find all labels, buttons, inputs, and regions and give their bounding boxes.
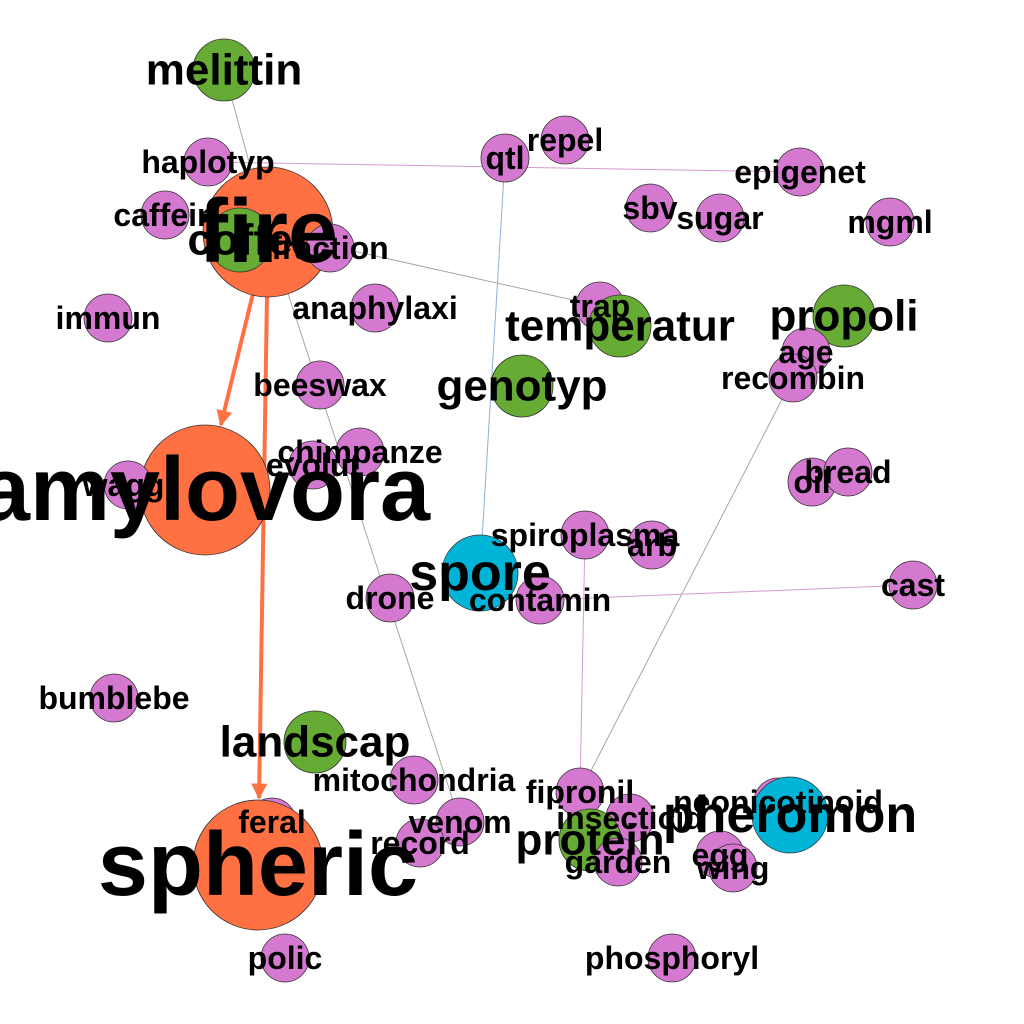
label-spheric: spheric [98,815,418,915]
label-garden: garden [565,844,672,880]
label-temperatur: temperatur [505,302,735,351]
node-venom[interactable] [435,797,485,847]
label-feral: feral [238,804,306,840]
edge-fire-spheric [251,296,269,800]
node-epigenet[interactable] [775,147,825,197]
label-layer: melittin haplotypfirecaffeincoffefraction… [0,46,945,977]
node-polic[interactable] [260,933,310,983]
label-propoli: propoli [769,292,918,341]
label-waggl: waggl [82,467,174,503]
label-oil: oil [793,464,830,500]
node-anaphylaxi[interactable] [350,283,400,333]
node-arb[interactable] [627,520,677,570]
node-evolut[interactable] [288,440,338,490]
node-drone[interactable] [365,573,415,623]
label-anaphylaxi: anaphylaxi [292,290,457,326]
label-sbv: sbv [622,190,677,226]
label-mgml: mgml [847,204,932,240]
label-evolut: evolut [266,447,361,483]
node-beeswax[interactable] [295,360,345,410]
label-epigenet: epigenet [734,154,866,190]
node-bread[interactable] [823,447,873,497]
edge-spiroplasma-fipronil [579,534,586,793]
node-layer [83,38,938,983]
label-recombin: recombin [721,360,865,396]
node-propoli[interactable] [812,284,876,348]
node-wing[interactable] [708,843,758,893]
label-amylovora: amylovora [0,440,431,540]
label-chimpanze: chimpanze [277,434,442,470]
node-qtl[interactable] [480,133,530,183]
label-landscap: landscap [220,718,411,767]
label-phosphoryl: phosphoryl [585,940,759,976]
label-trap: trap [570,288,630,324]
node-pheromon[interactable] [751,776,829,854]
label-mitochondria: mitochondria [313,762,516,798]
label-contamin: contamin [469,582,611,618]
node-caffein[interactable] [140,190,190,240]
label-protein: protein [515,816,664,865]
node-bumblebe[interactable] [89,673,139,723]
node-recombin[interactable] [768,353,818,403]
label-wing: wing [696,850,770,886]
edge-fire-venom [267,231,461,823]
label-drone: drone [346,580,435,616]
node-waggl[interactable] [103,460,153,510]
node-cast[interactable] [888,560,938,610]
label-immun: immun [56,300,161,336]
label-cast: cast [881,567,945,603]
label-repel: repel [527,122,603,158]
label-age: age [778,334,833,370]
label-coffe: coffe [187,216,292,265]
label-melittin: melittin [146,46,302,95]
label-pheromon: pheromon [663,786,917,844]
node-record[interactable] [395,818,445,868]
node-spore[interactable] [441,534,519,612]
label-neonicotinoid: neonicotinoid [673,784,883,820]
node-chimpanze[interactable] [335,427,385,477]
node-mitochondria[interactable] [389,755,439,805]
node-haplotyp[interactable] [183,137,233,187]
label-bumblebe: bumblebe [38,680,189,716]
node-contamin[interactable] [515,575,565,625]
label-haplotyp: haplotyp [141,144,274,180]
node-spiroplasma[interactable] [560,510,610,560]
label-caffein: caffein [113,197,216,233]
node-genotyp[interactable] [490,354,554,418]
label-arb: arb [627,527,677,563]
node-fraction[interactable] [305,223,355,273]
label-polic: polic [248,940,323,976]
node-repel[interactable] [540,115,590,165]
label-spore: spore [409,544,551,602]
node-immun[interactable] [83,293,133,343]
label-insecticid: insecticid [556,800,704,836]
label-fraction: fraction [271,230,388,266]
node-sugar[interactable] [695,193,745,243]
label-qtl: qtl [485,140,524,176]
label-fipronil: fipronil [526,774,634,810]
label-beeswax: beeswax [253,367,387,403]
label-fire: fire [198,182,338,282]
node-mgml[interactable] [865,197,915,247]
label-genotyp: genotyp [436,362,607,411]
edge-recombin-fipronil [579,377,794,793]
node-phosphoryl[interactable] [647,933,697,983]
node-melittin[interactable] [192,38,256,102]
node-spheric[interactable] [192,799,324,931]
node-coffe[interactable] [207,207,273,273]
label-venom: venom [408,804,511,840]
label-record: record [370,825,470,861]
label-egg: egg [692,837,749,873]
edge-fire-amylovora [216,294,255,427]
label-bread: bread [804,454,891,490]
node-garden[interactable] [593,837,643,887]
edge-contamin-cast [539,584,914,601]
node-temperatur[interactable] [588,294,652,358]
label-sugar: sugar [676,200,763,236]
edge-qtl-spore [479,157,506,574]
node-sbv[interactable] [625,183,675,233]
node-landscap[interactable] [283,710,347,774]
label-spiroplasma: spiroplasma [491,517,680,553]
